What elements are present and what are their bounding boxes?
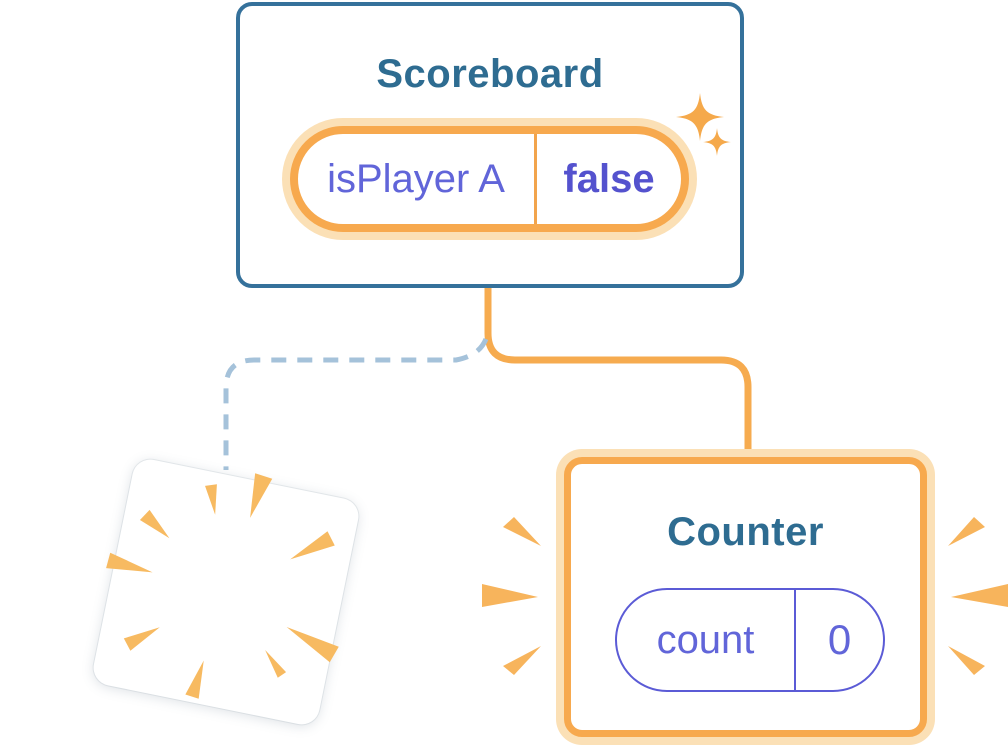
count-value-cell: 0	[796, 590, 883, 690]
counter-state-pill: count 0	[615, 588, 885, 692]
state-name-cell: isPlayer A	[298, 134, 537, 224]
removed-component-card	[90, 456, 362, 728]
state-value-label: false	[563, 156, 655, 201]
scoreboard-card: Scoreboard isPlayer A false	[236, 2, 744, 288]
count-value-label: 0	[827, 616, 852, 663]
scoreboard-state-pill-highlight: isPlayer A false	[282, 118, 697, 240]
counter-card-glow: Counter count 0	[556, 449, 935, 745]
state-value-cell: false	[537, 134, 681, 224]
removed-branch-dashed-line	[223, 337, 489, 470]
state-name-label: isPlayer A	[327, 156, 505, 201]
count-name-label: count	[656, 617, 755, 662]
kept-branch-connector-line	[484, 284, 752, 456]
counter-title: Counter	[667, 510, 824, 554]
count-name-cell: count	[617, 590, 796, 690]
scoreboard-title: Scoreboard	[376, 52, 604, 96]
scoreboard-state-pill: isPlayer A false	[290, 126, 689, 232]
counter-card: Counter count 0	[564, 457, 927, 737]
